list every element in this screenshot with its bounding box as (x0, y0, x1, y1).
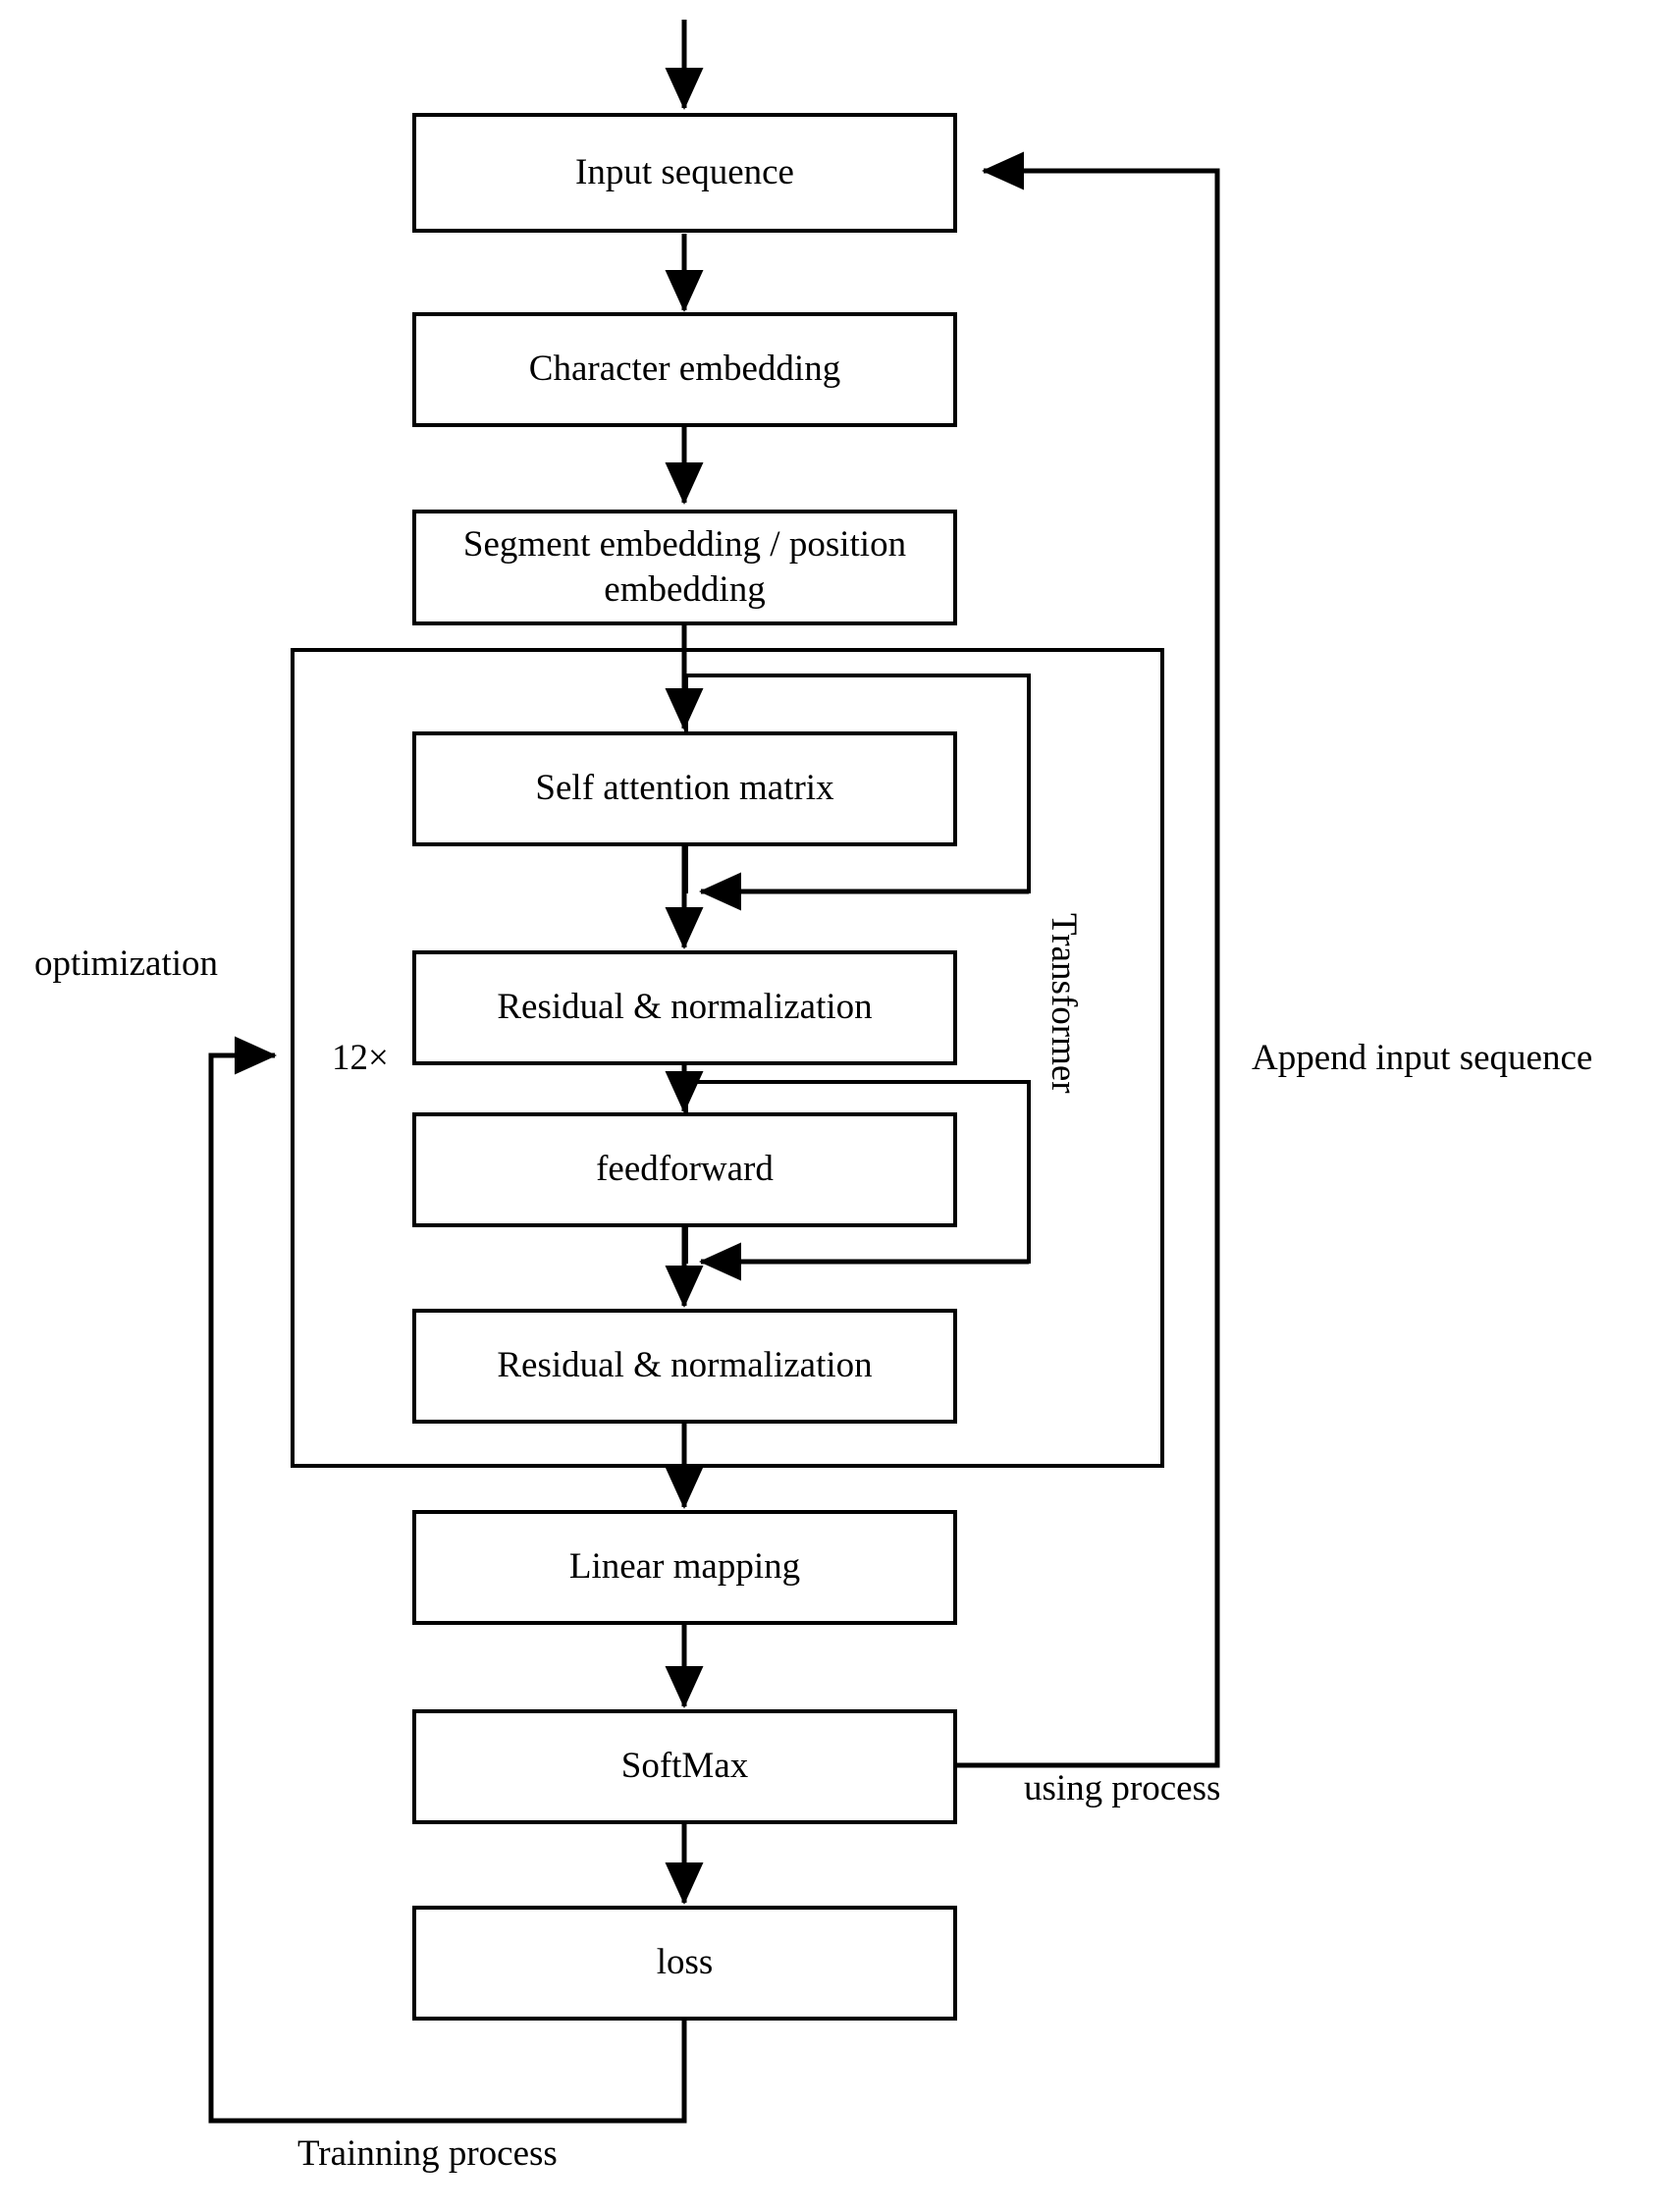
node-linear-mapping[interactable]: Linear mapping (412, 1510, 957, 1625)
node-residual-normalization-2[interactable]: Residual & normalization (412, 1309, 957, 1424)
edge-softmax-to-input-sequence-feedback (957, 151, 1220, 1768)
node-segment-position-embedding[interactable]: Segment embedding / position embedding (412, 510, 957, 625)
node-residual-normalization-1-label: Residual & normalization (497, 987, 873, 1028)
node-input-sequence-label: Input sequence (575, 151, 794, 192)
node-loss-label: loss (656, 1942, 714, 1983)
node-character-embedding-label: Character embedding (528, 349, 841, 390)
node-self-attention-matrix-label: Self attention matrix (535, 768, 834, 809)
node-loss[interactable]: loss (412, 1906, 957, 2021)
label-trainning-process: Trainning process (297, 2133, 558, 2174)
node-linear-mapping-label: Linear mapping (568, 1546, 801, 1588)
node-residual-normalization-1[interactable]: Residual & normalization (412, 950, 957, 1065)
transformer-group-box (291, 648, 1164, 1468)
node-residual-normalization-2-label: Residual & normalization (497, 1345, 873, 1386)
node-softmax[interactable]: SoftMax (412, 1709, 957, 1824)
node-self-attention-matrix[interactable]: Self attention matrix (412, 731, 957, 846)
label-optimization: optimization (34, 944, 219, 984)
node-feedforward[interactable]: feedforward (412, 1112, 957, 1227)
node-feedforward-label: feedforward (596, 1149, 774, 1190)
node-character-embedding[interactable]: Character embedding (412, 312, 957, 427)
label-repeat-count: 12× (332, 1038, 389, 1078)
node-segment-position-embedding-label: Segment embedding / position embedding (462, 523, 907, 610)
label-using-process: using process (1024, 1768, 1221, 1808)
node-softmax-label: SoftMax (620, 1746, 749, 1787)
label-transformer-group: Transformer (1044, 913, 1084, 1094)
label-append-input-sequence: Append input sequence (1252, 1038, 1593, 1078)
edge-loss-to-transformer-optimization-feedback (208, 1036, 687, 2124)
node-input-sequence[interactable]: Input sequence (412, 113, 957, 233)
